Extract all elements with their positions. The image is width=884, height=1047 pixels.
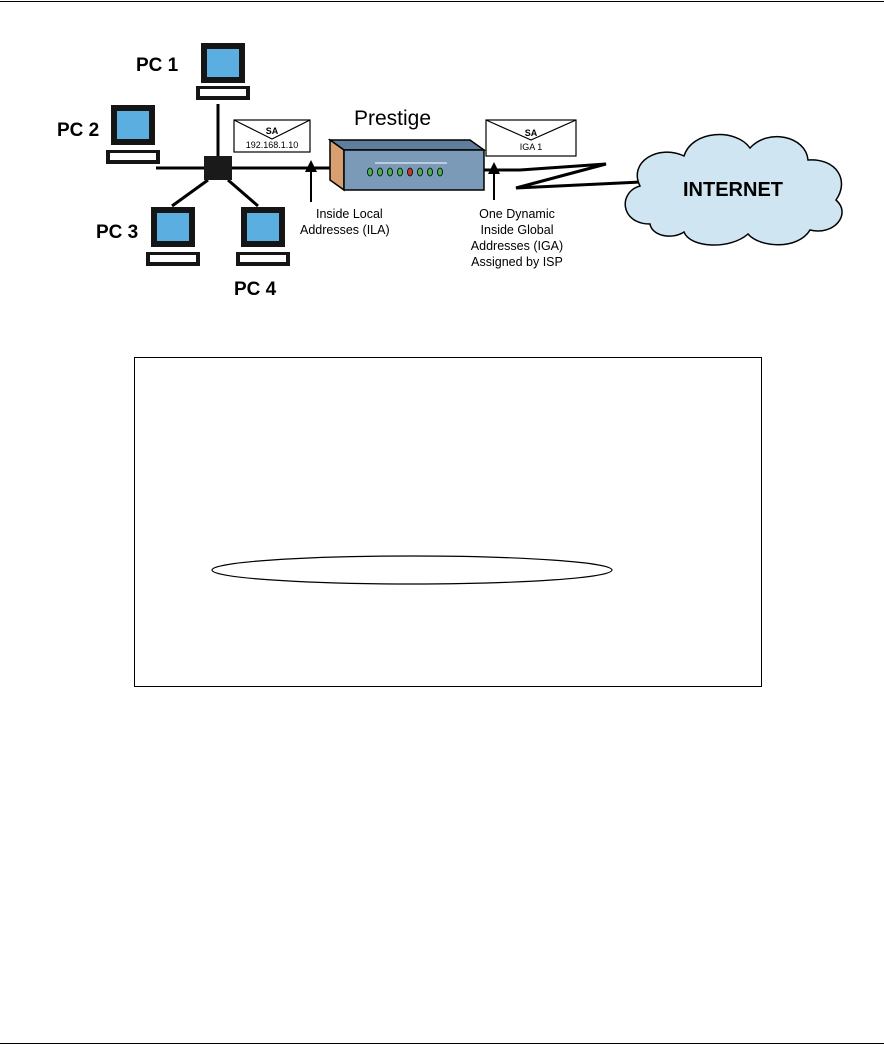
- blank-ellipse: [212, 556, 612, 584]
- bottom-rule: [0, 1043, 884, 1044]
- frame-ellipse-layer: [0, 0, 884, 700]
